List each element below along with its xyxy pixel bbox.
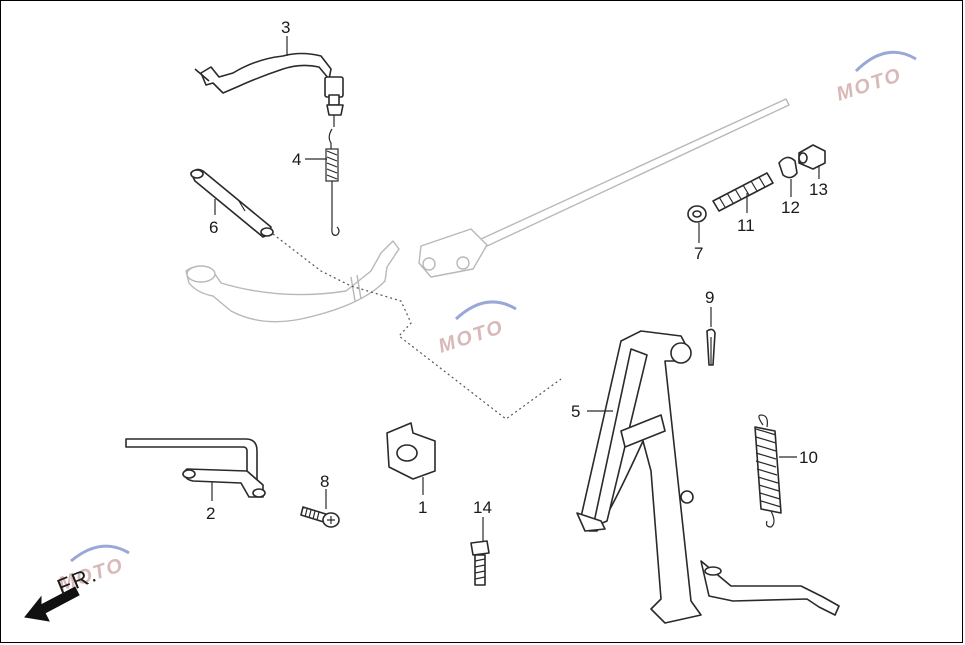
watermark-top-right: MOTO (834, 50, 917, 106)
washer-part-7 (687, 205, 707, 223)
svg-text:MOTO: MOTO (436, 316, 507, 358)
bracket-part-1 (386, 422, 436, 480)
callout-7: 7 (694, 244, 703, 263)
watermark-center: MOTO (436, 300, 517, 358)
front-direction-arrow: FR. (24, 561, 101, 622)
callout-4: 4 (292, 150, 301, 169)
ghost-brake-pedal (185, 240, 400, 323)
callout-1: 1 (418, 498, 427, 517)
leader-lines (211, 36, 820, 541)
callout-2: 2 (206, 504, 215, 523)
bolt-part-8 (300, 506, 340, 528)
stand-spring-part-10 (754, 414, 782, 528)
callout-12: 12 (781, 198, 800, 217)
callout-11: 11 (737, 216, 755, 235)
callout-14: 14 (473, 498, 492, 517)
svg-text:MOTO: MOTO (834, 64, 905, 106)
callout-10: 10 (799, 448, 818, 467)
callout-8: 8 (320, 472, 329, 491)
callout-6: 6 (209, 218, 218, 237)
ghost-brake-rod (418, 98, 790, 278)
callout-5: 5 (571, 402, 580, 421)
switch-spring-part-4 (325, 128, 340, 236)
cotter-pin-part-9 (706, 328, 716, 366)
callout-13: 13 (809, 180, 828, 199)
rod-spring-part-11 (712, 172, 774, 212)
assembly-guide-line (268, 230, 562, 420)
callout-9: 9 (705, 288, 714, 307)
flange-bolt-part-14 (470, 540, 490, 586)
adjuster-nut-part-13 (798, 144, 826, 170)
brake-switch-part-3 (194, 52, 344, 127)
center-stand-part-5 (576, 330, 840, 624)
callout-3: 3 (281, 18, 290, 37)
pin-part-12 (778, 156, 798, 179)
side-stand-part-2 (125, 438, 266, 498)
pivot-shaft-part-6 (190, 168, 274, 238)
callouts: 3 4 6 7 11 12 13 9 5 10 2 8 1 14 (206, 18, 828, 523)
